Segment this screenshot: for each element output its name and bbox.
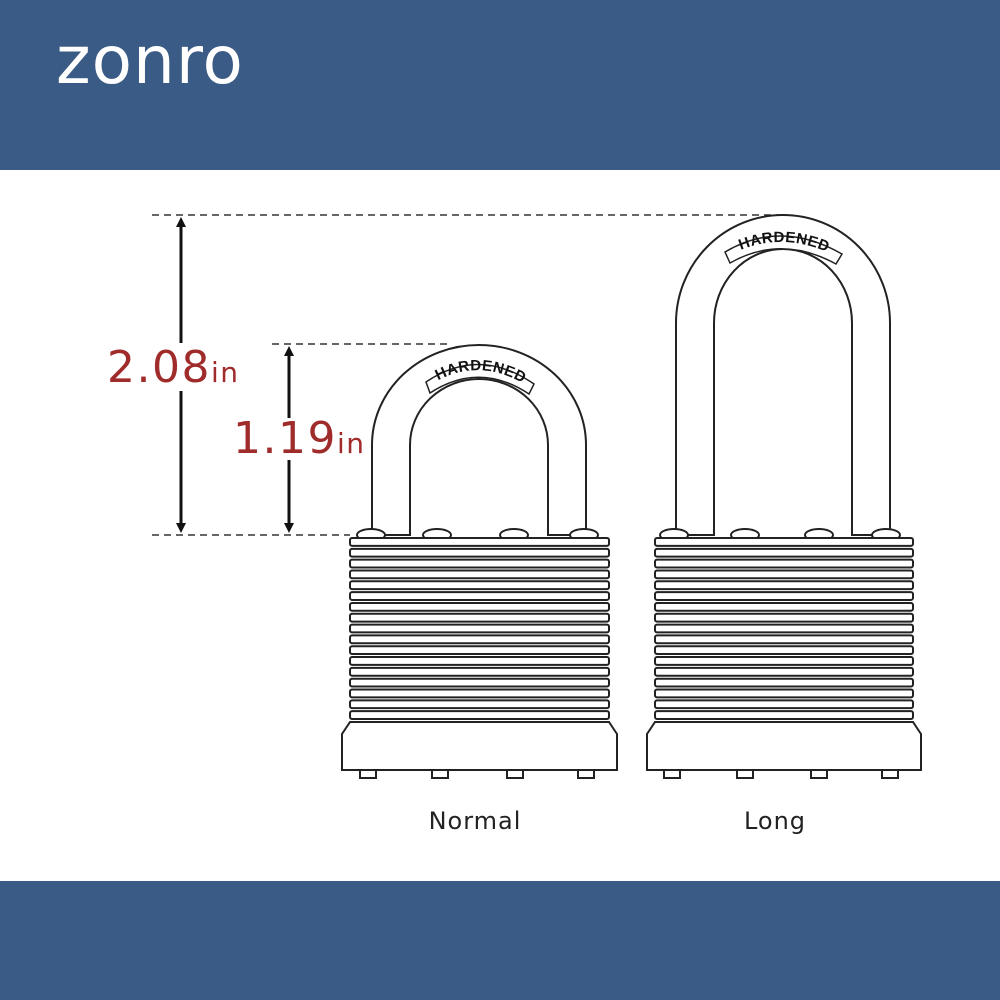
lamination-plate [654,677,914,688]
lamination-plate [349,699,610,710]
lamination-plate [349,666,610,677]
lamination-plate [349,623,610,634]
lamination-plate [349,601,610,612]
lamination-plate [654,666,914,677]
lamination-plate [349,677,610,688]
lamination-plate [654,537,914,547]
brand-logo: zonro [56,22,244,99]
lamination-plate [349,547,610,558]
lamination-plate [349,591,610,601]
lamination-plate [349,580,610,591]
lamination-plate [349,645,610,656]
lamination-plate [654,580,914,591]
lamination-plate [654,699,914,710]
lamination-plate [349,634,610,645]
padlock-normal: HARDENED [341,344,618,779]
feet-long [663,769,899,779]
lock-label-normal: Normal [429,807,522,835]
lamination-plate [654,634,914,645]
lamination-plate [654,547,914,558]
stamp-band-long [724,235,844,266]
dimension-normal-unit: in [337,427,366,460]
lamination-plate [349,612,610,623]
dimension-guides [152,214,785,536]
dimension-normal-value: 1.19 [233,413,337,464]
dimension-label-normal: 1.19in [233,413,366,464]
lamination-plate [349,710,610,720]
stamp-band-normal [425,363,535,396]
lamination-plate [349,537,610,547]
bottom-banner [0,881,1000,1000]
lamination-plate [349,656,610,666]
dimension-long-unit: in [211,356,240,389]
lamination-plate [654,601,914,612]
laminated-body-normal [349,537,610,720]
top-banner: zonro [0,0,1000,170]
dimension-label-long: 2.08in [107,342,240,393]
lock-base-long [646,721,922,771]
dimension-long-value: 2.08 [107,342,211,393]
lamination-plate [654,612,914,623]
lamination-plate [349,558,610,569]
lamination-plate [654,591,914,601]
lock-base-normal [341,721,618,771]
lamination-plate [654,623,914,634]
lamination-plate [654,569,914,580]
lamination-plate [654,558,914,569]
shackle-normal [371,344,587,536]
lamination-plate [349,688,610,699]
feet-normal [359,769,595,779]
lamination-plate [654,710,914,720]
lamination-plate [654,656,914,666]
lamination-plate [654,688,914,699]
lamination-plate [654,645,914,656]
lamination-plate [349,569,610,580]
lock-label-long: Long [744,807,806,835]
shackle-long [675,214,891,536]
padlock-long: HARDENED [646,214,922,779]
laminated-body-long [654,537,914,720]
